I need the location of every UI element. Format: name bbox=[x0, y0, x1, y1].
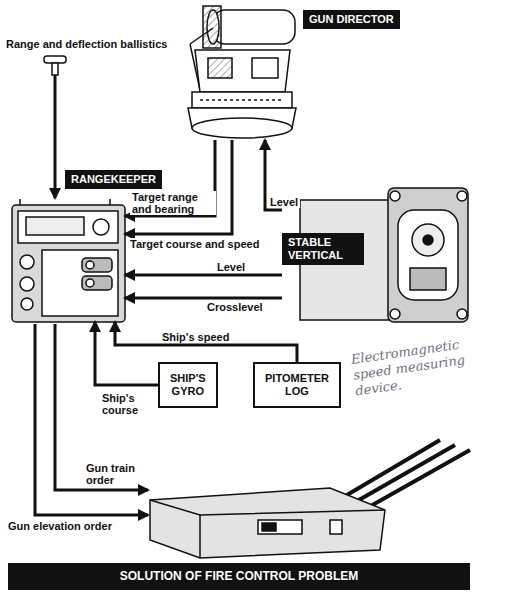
title-band: SOLUTION OF FIRE CONTROL PROBLEM bbox=[8, 563, 470, 590]
ballistics-handle bbox=[44, 56, 66, 75]
gun-mount-drawing bbox=[150, 440, 470, 558]
signal-arrow bbox=[95, 322, 158, 385]
part-tag: GUN DIRECTOR bbox=[303, 10, 400, 29]
box-label: PITOMETER LOG bbox=[265, 372, 329, 398]
signal-label: Gun elevation order bbox=[8, 520, 112, 532]
input-label: Range and deflection ballistics bbox=[6, 38, 167, 50]
gun-director: GUN DIRECTOR bbox=[175, 4, 303, 140]
signal-label: Level bbox=[215, 261, 247, 273]
handwritten-note: Electromagnetic speed measuring device. bbox=[350, 331, 503, 399]
signal-label: Gun train order bbox=[86, 462, 146, 486]
stable-vertical: STABLE VERTICAL bbox=[282, 185, 470, 325]
pitometer-log-box: PITOMETER LOG bbox=[253, 362, 341, 408]
part-tag: RANGEKEEPER bbox=[65, 170, 162, 189]
box-label: SHIP'S GYRO bbox=[170, 372, 206, 398]
signal-label: Crosslevel bbox=[205, 301, 265, 313]
signal-label: Ship's speed bbox=[160, 331, 231, 343]
part-tag: STABLE VERTICAL bbox=[282, 233, 364, 265]
signal-lines bbox=[35, 74, 148, 515]
signal-label: Ship's course bbox=[100, 392, 154, 416]
signal-label: Target course and speed bbox=[128, 238, 261, 250]
signal-arrow bbox=[125, 274, 282, 277]
rangekeeper: RANGEKEEPER bbox=[12, 200, 125, 322]
ships-gyro-box: SHIP'S GYRO bbox=[158, 362, 218, 408]
signal-label: Level bbox=[268, 196, 300, 208]
signal-arrow bbox=[115, 322, 297, 362]
signal-arrow bbox=[125, 297, 282, 300]
rangekeeper-drawing bbox=[12, 199, 125, 322]
gun-director-drawing bbox=[188, 6, 296, 138]
signal-label: Target range and bearing bbox=[130, 191, 216, 215]
